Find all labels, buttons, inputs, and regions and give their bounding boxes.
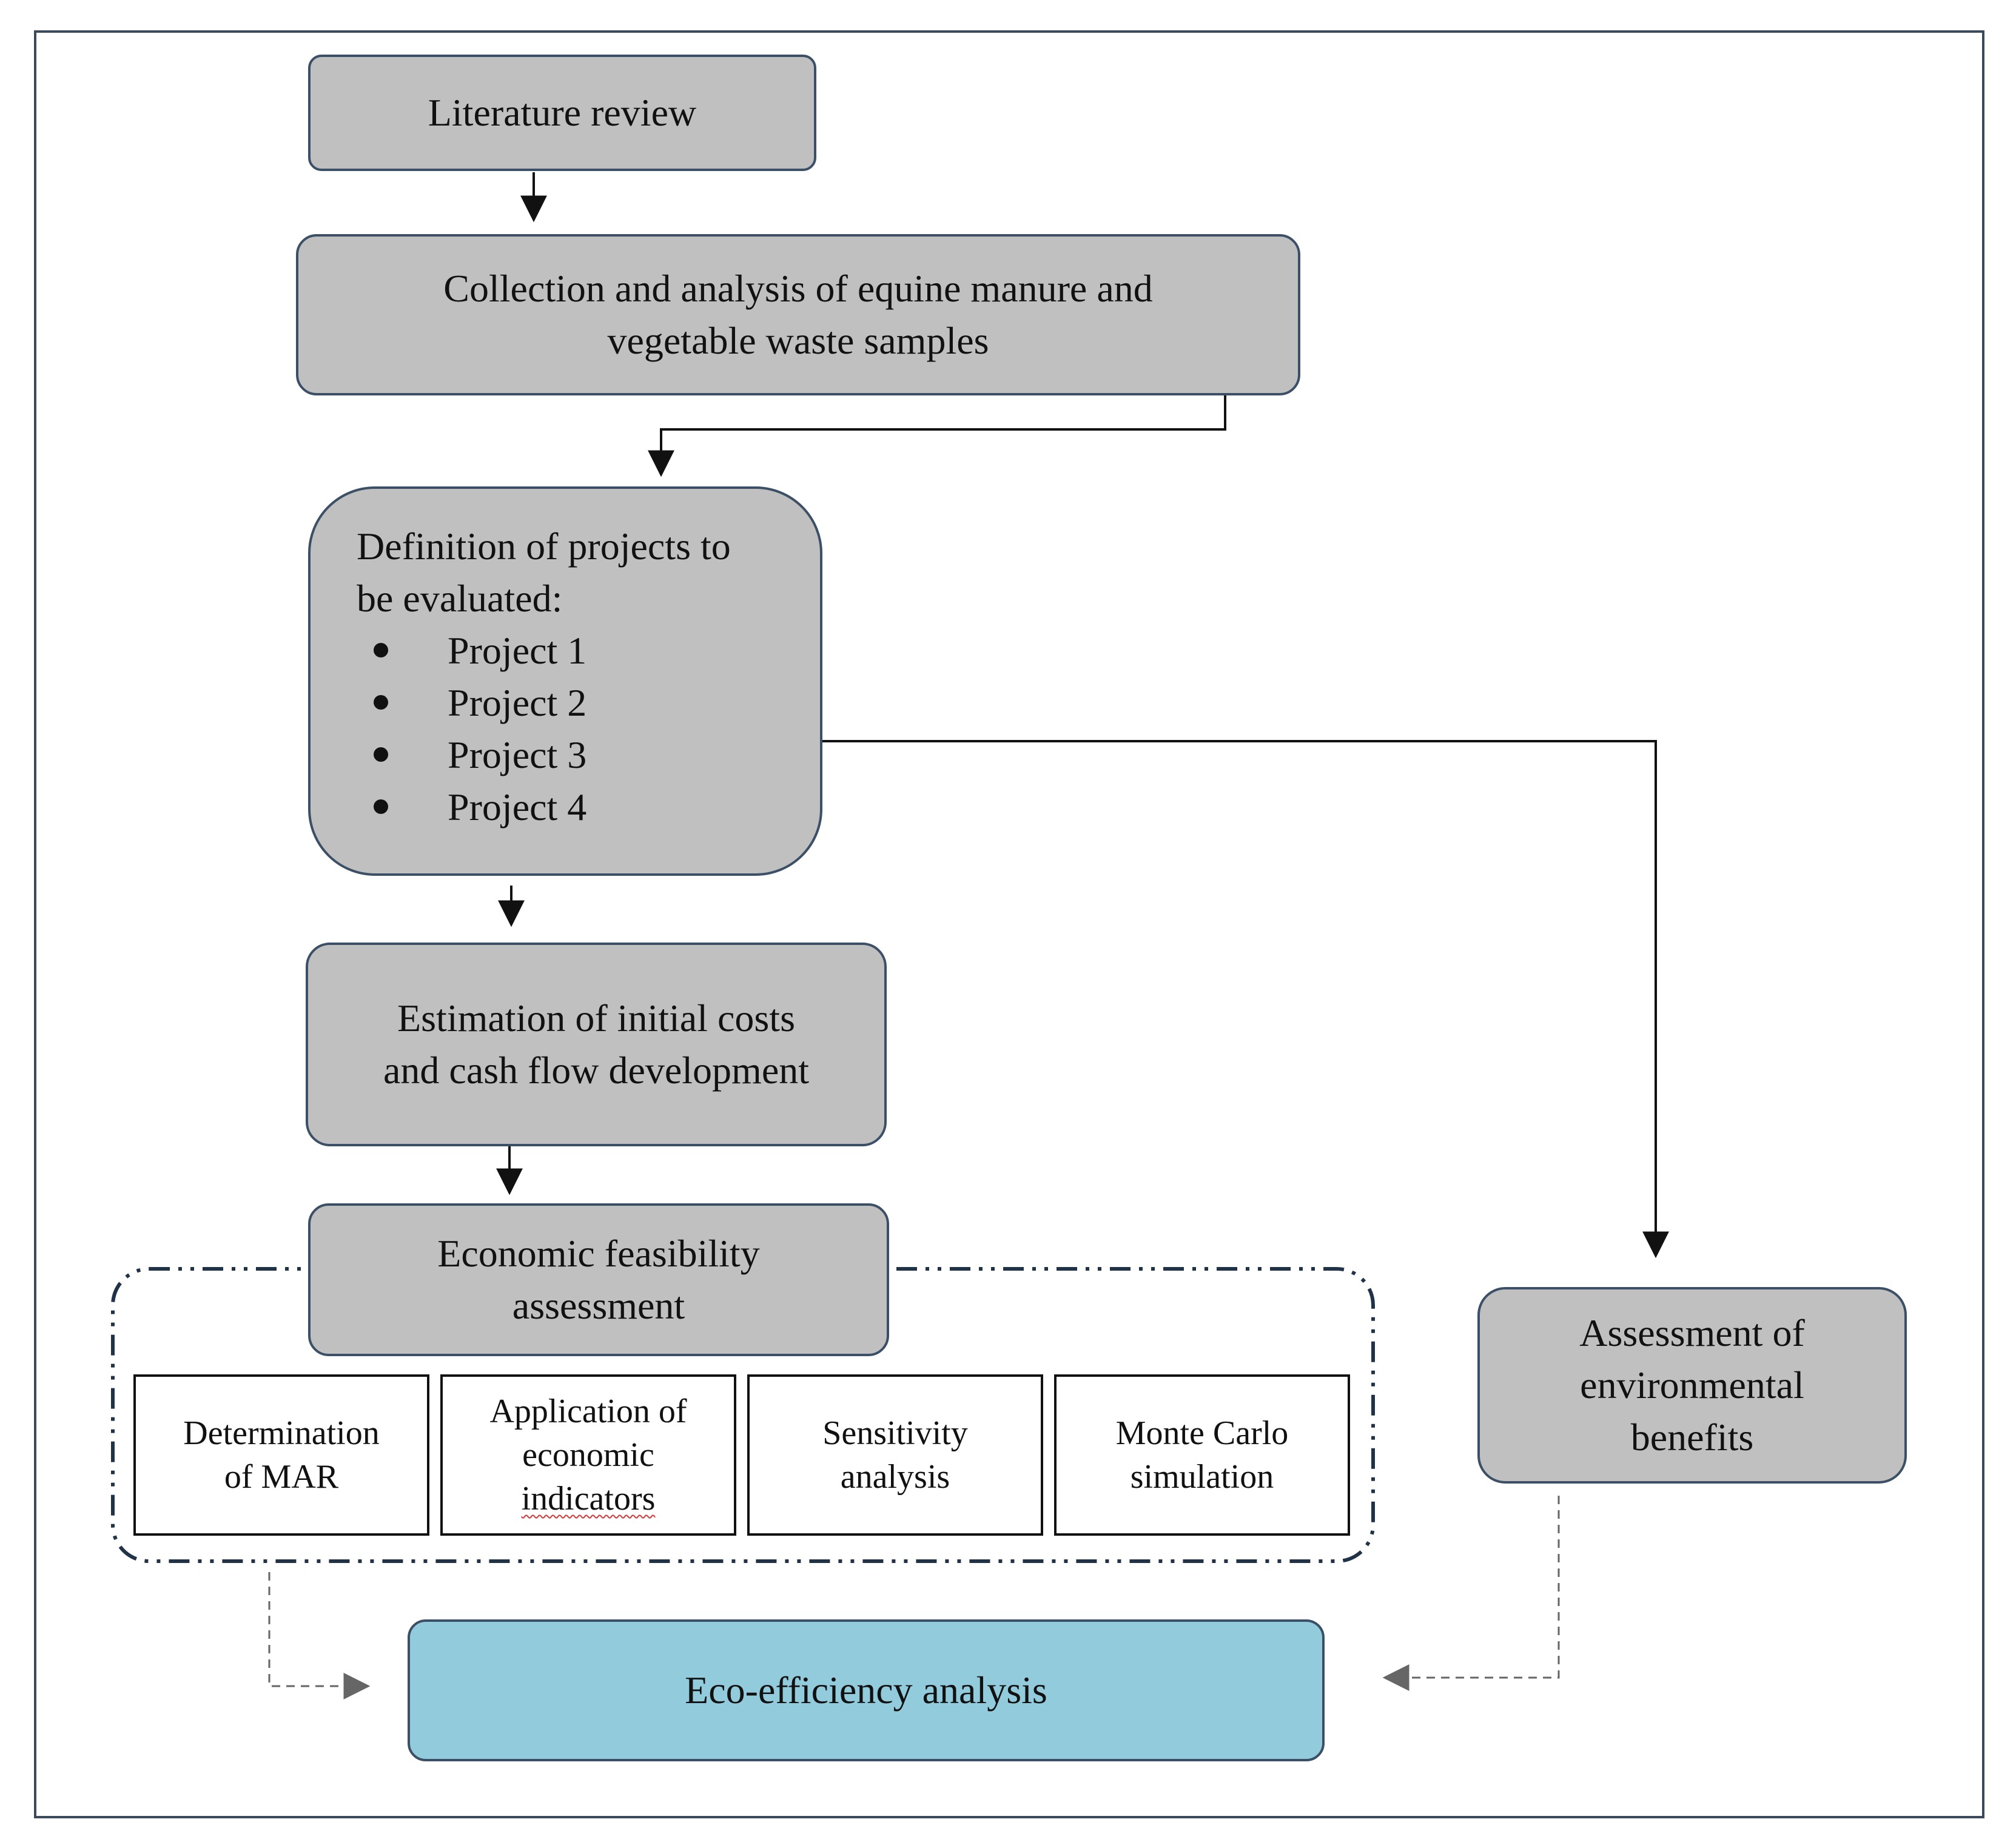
project-list-item: Project 2 [357,677,731,729]
arrow-collection-to-definition [648,395,1226,477]
literature-review-box: Literature review [308,55,816,171]
estimation-costs-box: Estimation of initial costs and cash flo… [306,943,887,1146]
economic-label-line2: assessment [512,1284,685,1327]
indicators-label-line1: Application of [489,1393,687,1430]
definition-projects-box: Definition of projects to be evaluated: … [308,486,822,876]
eco-efficiency-box: Eco-efficiency analysis [408,1619,1325,1761]
sensitivity-label-line2: analysis [840,1458,950,1496]
economic-feasibility-box: Economic feasibility assessment [308,1203,889,1356]
monte-carlo-box: Monte Carlo simulation [1054,1374,1350,1536]
determination-mar-box: Determination of MAR [133,1374,429,1536]
bullet-icon [374,799,388,814]
environmental-label-line2: environmental [1580,1363,1804,1407]
definition-label-line2: be evaluated: [357,577,563,620]
eco-efficiency-label: Eco-efficiency analysis [685,1669,1047,1712]
project-list-item: Project 3 [357,729,731,781]
environmental-label-line1: Assessment of [1579,1311,1805,1354]
environmental-label-line3: benefits [1630,1416,1754,1459]
bullet-icon [374,747,388,762]
arrow-economic-to-eco-efficiency [268,1572,371,1699]
estimation-label-line2: and cash flow development [383,1049,809,1092]
collection-label-line1: Collection and analysis of equine manure… [443,267,1153,310]
figure-frame [34,30,1984,1818]
collection-label-line2: vegetable waste samples [607,319,989,362]
project-list: Project 1 Project 2 Project 3 Project 4 [357,625,731,833]
project-list-item: Project 1 [357,625,731,677]
economic-label-line1: Economic feasibility [437,1232,760,1275]
collection-analysis-box: Collection and analysis of equine manure… [296,234,1300,395]
sensitivity-label-line1: Sensitivity [822,1414,968,1452]
arrow-definition-to-environmental [821,740,1669,1259]
economic-indicators-box: Application of economic indicators [440,1374,736,1536]
project-list-item: Project 4 [357,781,731,833]
mar-label-line1: Determination [183,1414,380,1452]
literature-review-label: Literature review [428,91,697,134]
mar-label-line2: of MAR [224,1458,339,1496]
definition-label-line1: Definition of projects to [357,525,731,568]
environmental-benefits-box: Assessment of environmental benefits [1477,1287,1907,1484]
estimation-label-line1: Estimation of initial costs [397,997,795,1040]
arrow-environmental-to-eco-efficiency [1382,1496,1560,1691]
monte-label-line1: Monte Carlo [1115,1414,1289,1452]
indicators-label-line3: indicators [521,1480,656,1518]
monte-label-line2: simulation [1130,1458,1274,1496]
bullet-icon [374,643,388,657]
indicators-label-line2: economic [522,1436,654,1474]
bullet-icon [374,695,388,710]
sensitivity-analysis-box: Sensitivity analysis [747,1374,1043,1536]
